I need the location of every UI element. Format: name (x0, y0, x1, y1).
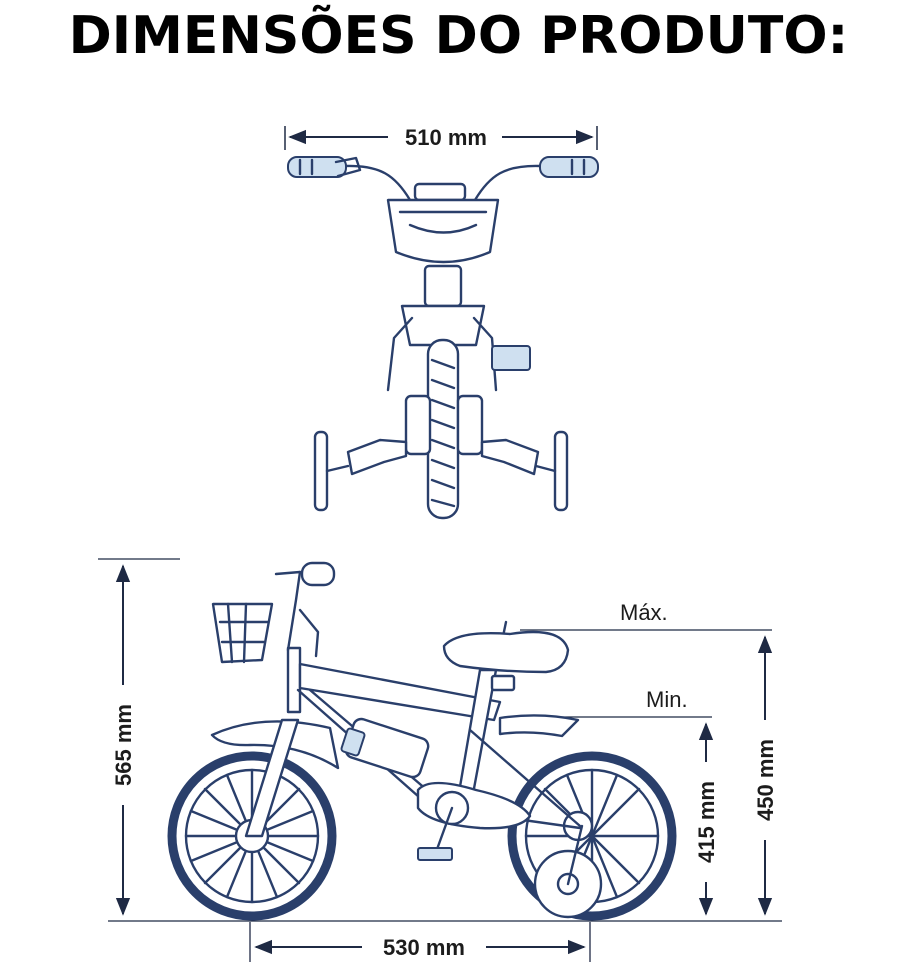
wheelbase-label: 530 mm (383, 935, 465, 960)
min-label: Min. (646, 687, 688, 712)
side-view-drawing: 565 mm 530 mm Máx. 450 mm Min. 415 mm (98, 558, 782, 962)
max-label: Máx. (620, 600, 668, 625)
handlebar-width-label: 510 mm (405, 125, 487, 150)
seat-height-max-label: 450 mm (753, 739, 778, 821)
total-height-label: 565 mm (111, 704, 136, 786)
front-view-drawing: 510 mm (284, 125, 599, 520)
seat-height-min-label: 415 mm (694, 781, 719, 863)
page-title: DIMENSÕES DO PRODUTO: (68, 6, 849, 66)
